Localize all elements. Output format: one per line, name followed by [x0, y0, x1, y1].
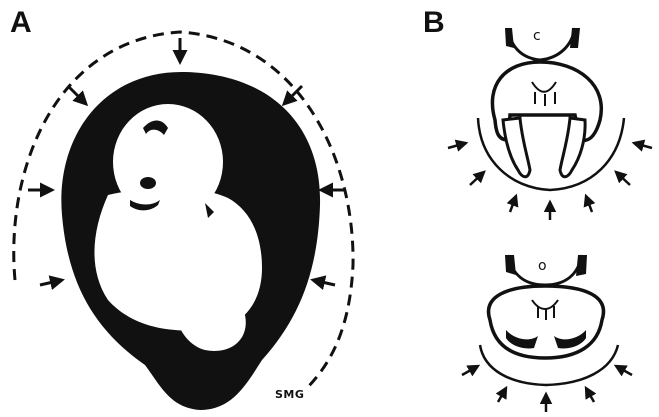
support-arc-top [478, 118, 624, 190]
arrow-icon [510, 196, 516, 212]
arrow-icon [586, 388, 594, 402]
arrow-icon [68, 86, 86, 104]
arrow-icon [462, 366, 478, 375]
arrow-icon [616, 172, 630, 185]
artist-signature: SMG [275, 388, 304, 401]
panel-a [14, 32, 353, 410]
svg-text:o: o [538, 258, 547, 274]
arrow-icon [616, 366, 632, 375]
support-arc-bottom [480, 345, 618, 385]
arrow-icon [470, 172, 484, 185]
buttocks-bottom [489, 286, 604, 358]
arrow-icon [498, 388, 506, 402]
arrow-icon [586, 196, 592, 212]
svg-text:c: c [533, 28, 541, 44]
panel-b-bottom: o [462, 255, 632, 412]
panel-b-top: c [448, 28, 652, 220]
arrow-icon [40, 280, 62, 285]
arrow-icon [313, 280, 335, 285]
panel-b-label: B [423, 8, 445, 38]
pressure-arrows-b-top [448, 143, 652, 220]
pressure-arrows-b-bottom [462, 366, 632, 412]
arrow-icon [634, 143, 652, 148]
panel-a-label: A [10, 8, 32, 38]
arrow-icon [448, 143, 466, 148]
